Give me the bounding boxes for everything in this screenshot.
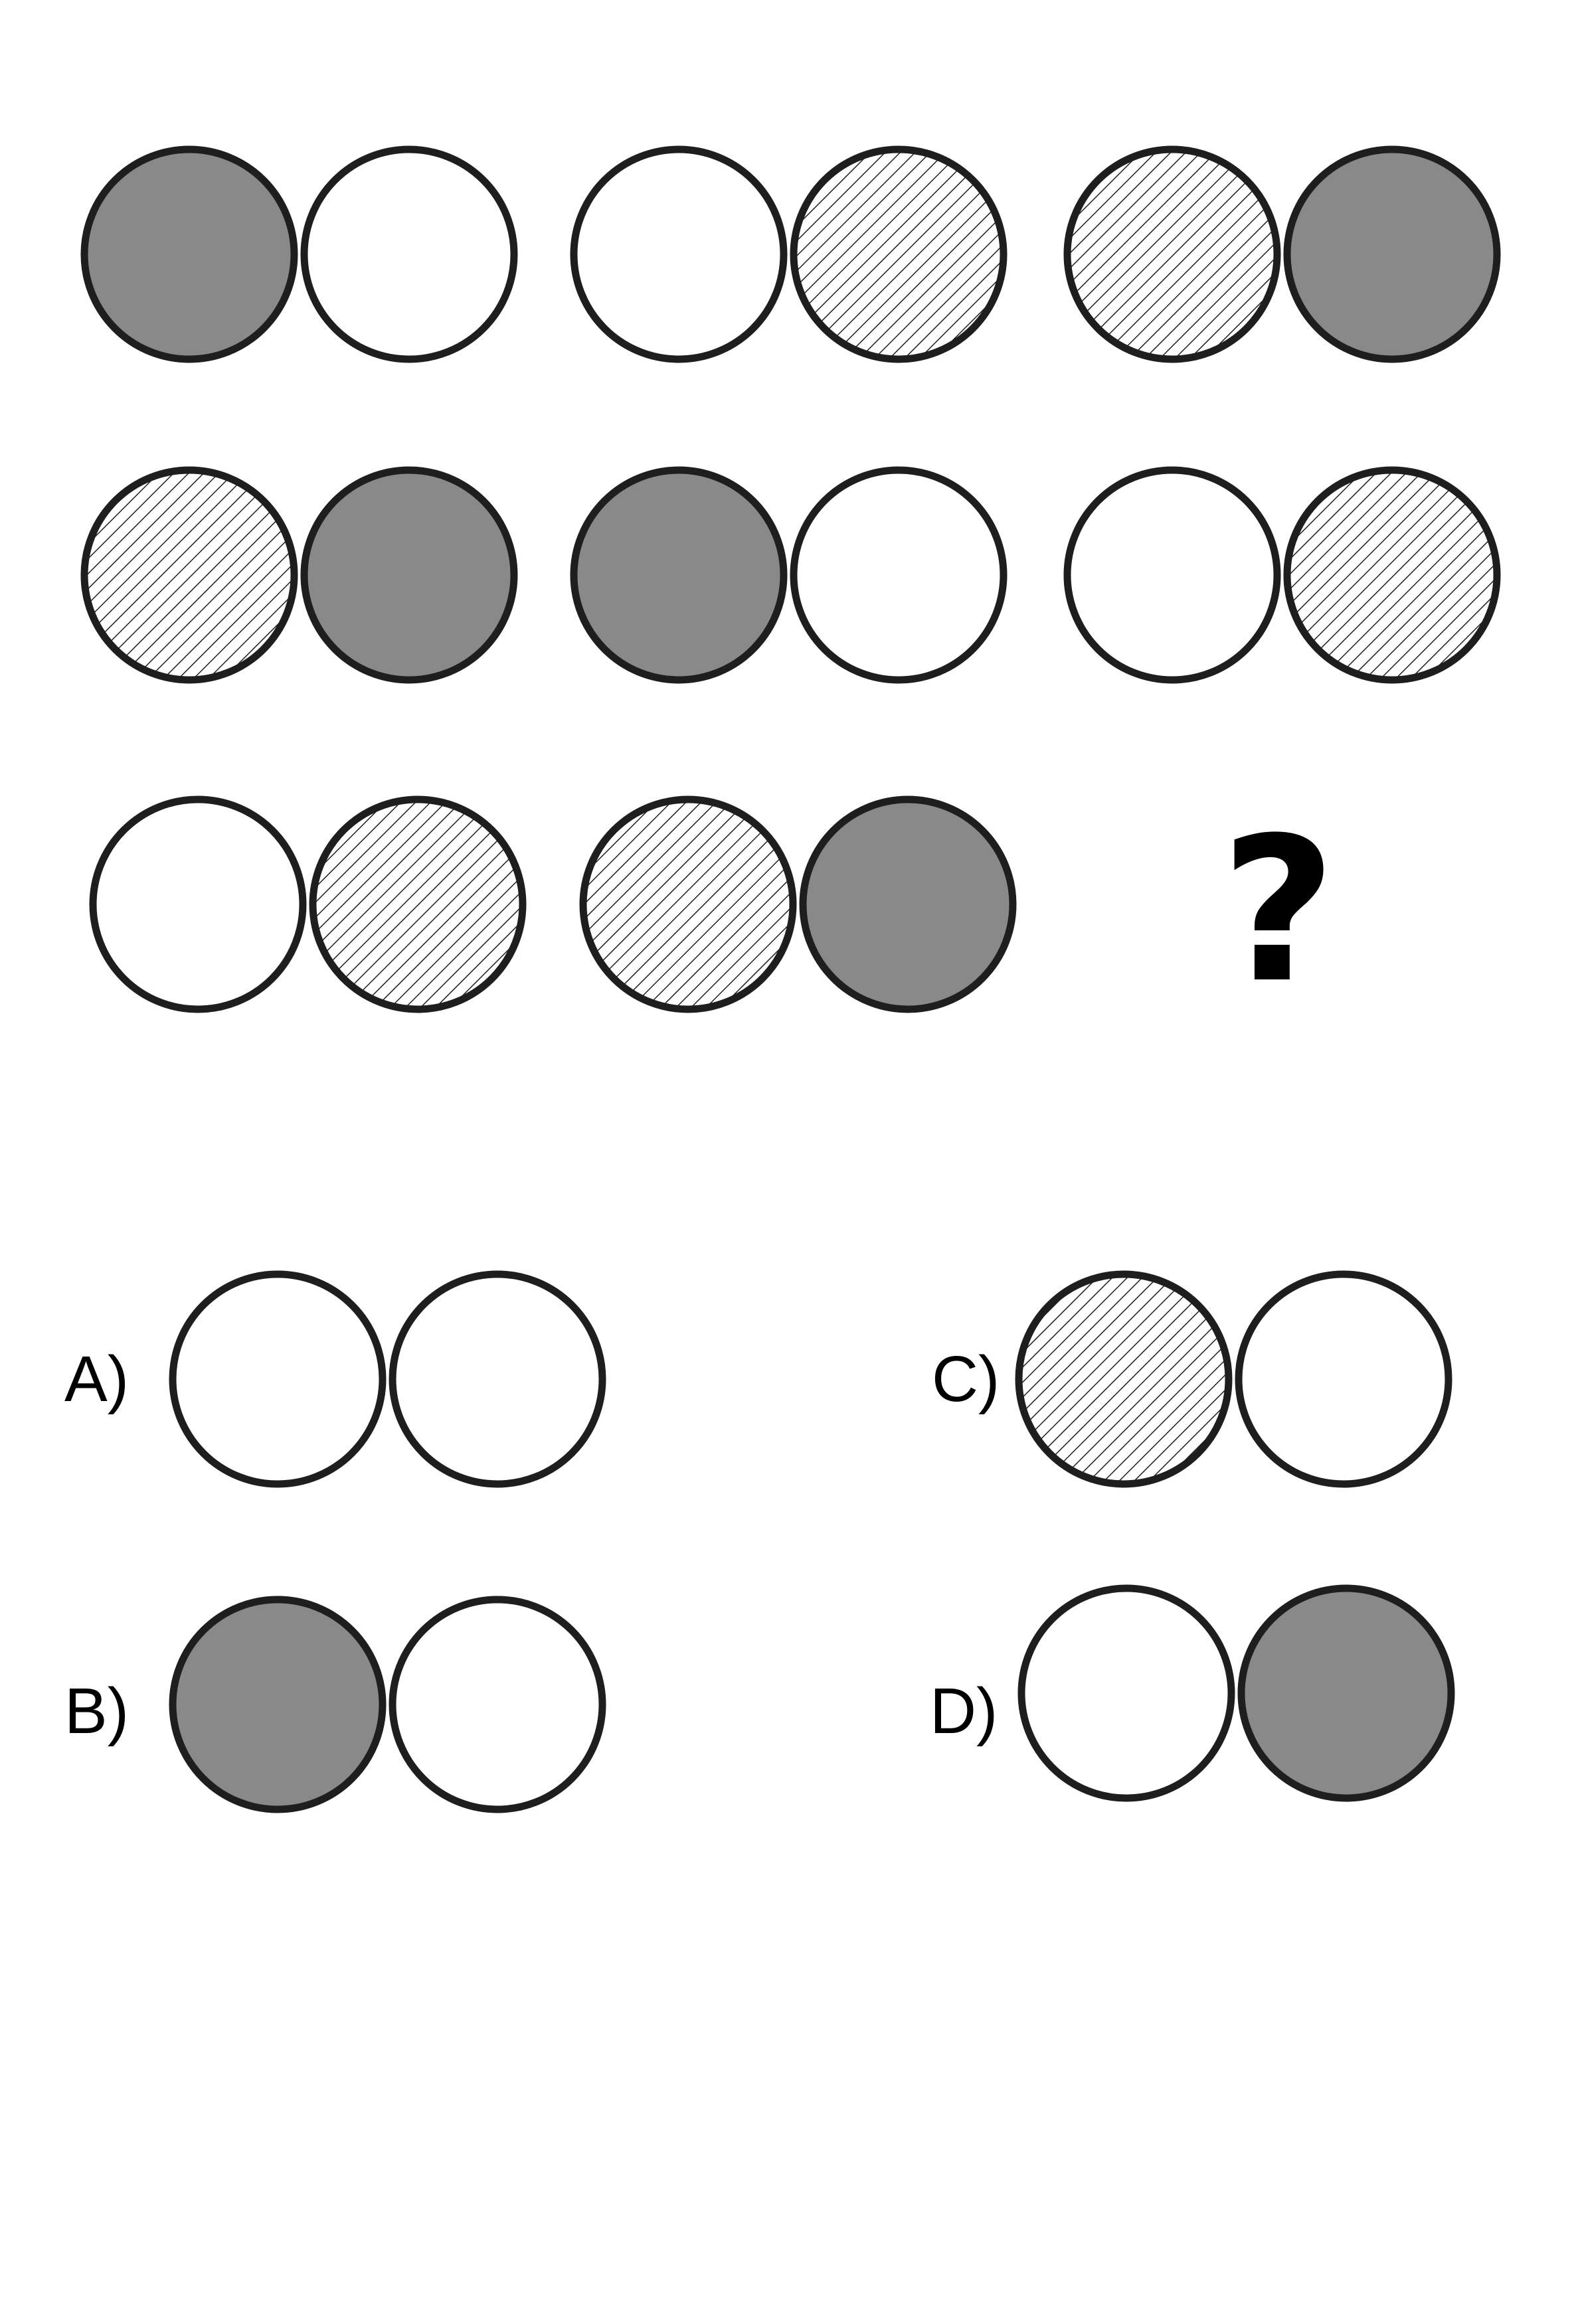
option-b-label: B) (64, 1675, 129, 1747)
option-a-left-circle (169, 1270, 387, 1488)
right-circle (790, 466, 1008, 684)
option-b[interactable]: B) (64, 1596, 606, 1813)
right-circle (1283, 145, 1501, 363)
option-d-right-circle (1237, 1584, 1455, 1802)
left-circle (89, 795, 307, 1013)
option-c-left-circle (1015, 1270, 1233, 1488)
matrix-cell-r2-c2 (570, 466, 1008, 684)
left-circle (579, 795, 797, 1013)
option-c-right-circle (1235, 1270, 1452, 1488)
matrix-cell-r1-c2 (570, 145, 1008, 363)
option-b-left-circle (169, 1596, 387, 1813)
matrix-cell-r3-c2 (579, 795, 1017, 1013)
option-d-label: D) (930, 1675, 998, 1747)
option-a-right-circle (389, 1270, 606, 1488)
matrix-cell-r3-c1 (89, 795, 527, 1013)
matrix-grid (80, 145, 1501, 1013)
right-circle (790, 145, 1008, 363)
answer-options: A) B) C) D) (64, 1270, 1455, 1813)
right-circle (309, 795, 527, 1013)
missing-cell: ? (1221, 795, 1336, 1027)
option-b-right-circle (389, 1596, 606, 1813)
right-circle (300, 466, 518, 684)
option-a[interactable]: A) (64, 1270, 606, 1488)
left-circle (570, 145, 788, 363)
option-d-left-circle (1017, 1584, 1235, 1802)
matrix-cell-r1-c3 (1063, 145, 1501, 363)
right-circle (1283, 466, 1501, 684)
left-circle (570, 466, 788, 684)
right-circle (300, 145, 518, 363)
left-circle (80, 466, 298, 684)
option-a-label: A) (64, 1343, 129, 1415)
question-mark: ? (1221, 795, 1336, 1027)
right-circle (799, 795, 1017, 1013)
left-circle (80, 145, 298, 363)
matrix-cell-r1-c1 (80, 145, 518, 363)
left-circle (1063, 145, 1281, 363)
left-circle (1063, 466, 1281, 684)
option-d[interactable]: D) (930, 1584, 1455, 1802)
option-c[interactable]: C) (932, 1270, 1452, 1488)
option-c-label: C) (932, 1343, 1000, 1415)
matrix-cell-r2-c1 (80, 466, 518, 684)
matrix-cell-r2-c3 (1063, 466, 1501, 684)
